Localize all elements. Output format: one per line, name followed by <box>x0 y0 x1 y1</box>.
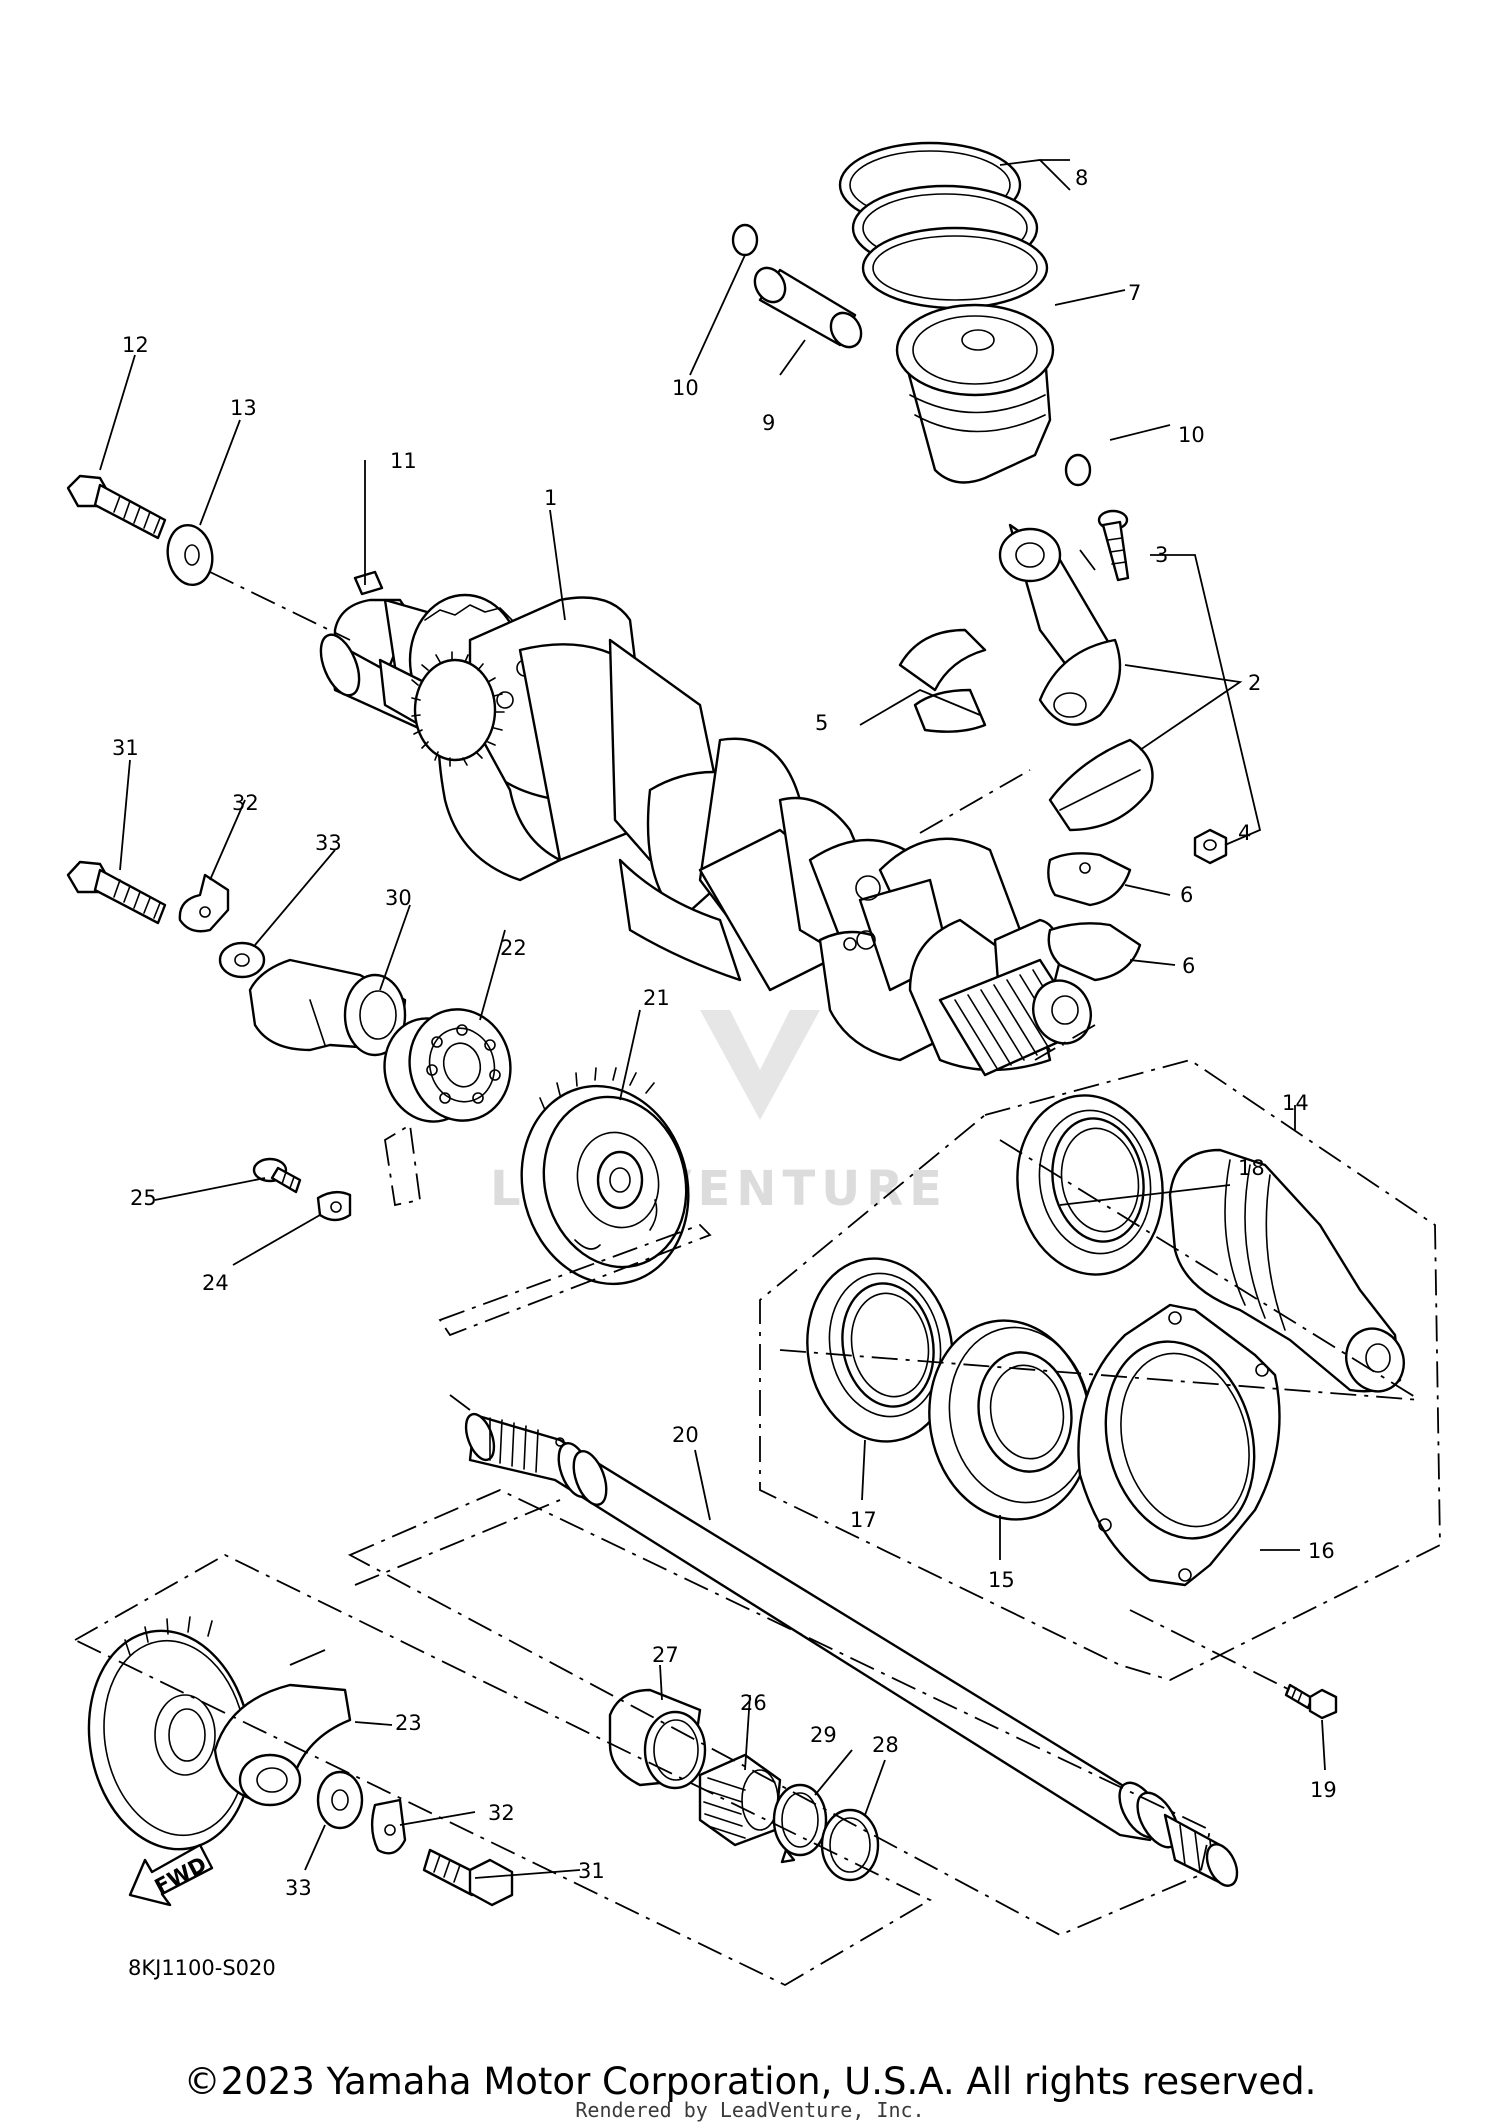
callout-12: 12 <box>122 333 149 357</box>
flange-bolt-12[interactable] <box>66 474 167 540</box>
callout-15: 15 <box>988 1568 1015 1592</box>
leader-lines <box>99 159 1326 1879</box>
drive-gear-21[interactable] <box>500 1067 710 1303</box>
oil-seal-17[interactable] <box>793 1247 967 1453</box>
crank-timing-gear[interactable] <box>411 651 505 767</box>
con-rod-nut[interactable] <box>1193 828 1228 865</box>
drive-shaft-20[interactable] <box>461 1410 1244 1890</box>
callout-6a: 6 <box>1180 883 1193 907</box>
lock-washer-32-upper[interactable] <box>178 873 230 933</box>
callout-8: 8 <box>1075 166 1088 190</box>
callout-7: 7 <box>1128 281 1141 305</box>
lock-washer-32-lower[interactable] <box>370 1798 407 1855</box>
callout-20: 20 <box>672 1423 699 1447</box>
callout-13: 13 <box>230 396 257 420</box>
connecting-rod[interactable] <box>998 523 1122 726</box>
bolt-19[interactable] <box>1284 1683 1338 1720</box>
assembly-lines <box>73 571 1441 1987</box>
callout-6b: 6 <box>1182 954 1195 978</box>
oil-seal-18[interactable] <box>1003 1084 1176 1286</box>
washer-33-lower[interactable] <box>316 1770 364 1830</box>
piston-pin-clip-right[interactable] <box>1064 453 1092 487</box>
con-rod-bearings[interactable] <box>898 628 987 733</box>
callout-16: 16 <box>1308 1539 1335 1563</box>
callout-27: 27 <box>652 1643 679 1667</box>
callout-32b: 32 <box>488 1801 515 1825</box>
callout-5: 5 <box>815 711 828 735</box>
callout-17: 17 <box>850 1508 877 1532</box>
bearing-15[interactable] <box>914 1308 1106 1533</box>
main-bearing-lower[interactable] <box>1047 922 1142 982</box>
callout-10a: 10 <box>672 376 699 400</box>
con-rod-bolt[interactable] <box>1097 509 1130 582</box>
callout-31b: 31 <box>578 1859 605 1883</box>
washer-33-upper[interactable] <box>218 941 266 979</box>
balancer-weight-30[interactable] <box>248 958 407 1057</box>
screw-25[interactable] <box>252 1157 302 1194</box>
callout-18: 18 <box>1238 1156 1265 1180</box>
callout-26: 26 <box>740 1691 767 1715</box>
piston[interactable] <box>895 303 1055 484</box>
drawing-code: 8KJ1100-S020 <box>128 1956 276 1980</box>
balancer-gear[interactable] <box>72 1616 268 1862</box>
callout-24: 24 <box>202 1271 229 1295</box>
copyright-notice: ©2023 Yamaha Motor Corporation, U.S.A. A… <box>183 2060 1317 2103</box>
callout-14: 14 <box>1282 1091 1309 1115</box>
callout-11: 11 <box>390 449 417 473</box>
piston-pin-clip-left[interactable] <box>731 223 759 257</box>
callout-1: 1 <box>544 486 557 510</box>
washer-24[interactable] <box>316 1190 352 1222</box>
bolt-31-lower[interactable] <box>422 1848 514 1907</box>
collar-27[interactable] <box>608 1688 707 1790</box>
bolt-31-upper[interactable] <box>66 860 167 925</box>
callout-9: 9 <box>762 411 775 435</box>
plate-washer-13[interactable] <box>163 522 217 589</box>
shaft-sleeve[interactable] <box>1168 1148 1414 1401</box>
callout-25: 25 <box>130 1186 157 1210</box>
callout-30: 30 <box>385 886 412 910</box>
callout-23: 23 <box>395 1711 422 1735</box>
bearing-22[interactable] <box>373 998 523 1132</box>
callout-32a: 32 <box>232 791 259 815</box>
callout-29: 29 <box>810 1723 837 1747</box>
needle-bearing-26[interactable] <box>698 1753 782 1847</box>
callout-33a: 33 <box>315 831 342 855</box>
fwd-arrow-icon: FWD <box>128 1843 214 1907</box>
connecting-rod-cap[interactable] <box>1048 738 1154 832</box>
callout-22: 22 <box>500 936 527 960</box>
callout-31a: 31 <box>112 736 139 760</box>
callout-21: 21 <box>643 986 670 1010</box>
callout-19: 19 <box>1310 1778 1337 1802</box>
callout-2: 2 <box>1248 671 1261 695</box>
rendered-by-credit: Rendered by LeadVenture, Inc. <box>575 2098 925 2122</box>
bearing-housing-16[interactable] <box>1077 1303 1281 1587</box>
piston-rings[interactable] <box>838 141 1049 310</box>
callout-labels: 1 2 3 4 5 6 6 7 8 9 10 10 11 12 13 14 15… <box>112 166 1337 1900</box>
callout-33b: 33 <box>285 1876 312 1900</box>
callout-28: 28 <box>872 1733 899 1757</box>
callout-4: 4 <box>1238 821 1251 845</box>
woodruff-key[interactable] <box>353 570 384 596</box>
spacer-28[interactable] <box>820 1808 880 1882</box>
piston-pin[interactable] <box>749 262 867 352</box>
balancer-weight-23[interactable] <box>213 1683 352 1807</box>
callout-3: 3 <box>1155 543 1168 567</box>
callout-10b: 10 <box>1178 423 1205 447</box>
crankshaft-output-spline[interactable] <box>938 958 1101 1077</box>
main-bearing-upper[interactable] <box>1047 852 1132 907</box>
